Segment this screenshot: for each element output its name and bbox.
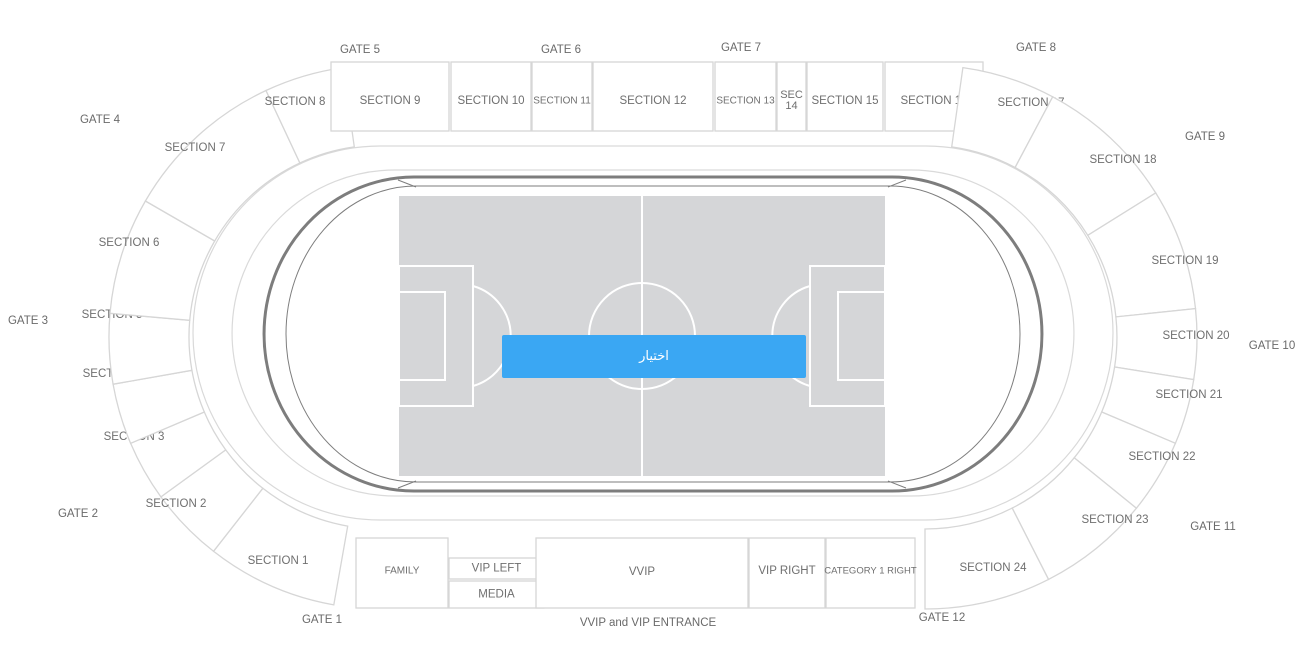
section-8-label: SECTION 8 [265,96,326,108]
family-shape[interactable] [355,537,449,609]
vvip-label: VVIP [629,566,656,578]
section-11-shape[interactable] [531,61,593,132]
gate-3-label: GATE 3 [8,315,48,327]
section-9-shape[interactable] [330,61,450,132]
vip-left[interactable]: VIP LEFT [448,557,545,580]
inner-ring [231,169,1075,497]
section-6-label: SECTION 6 [99,237,160,249]
section-15-label: SECTION 15 [811,95,878,107]
section-1-label: SECTION 1 [248,555,309,567]
gate-12-label: GATE 12 [919,612,965,624]
section-7[interactable]: SECTION 7 [144,89,301,242]
vip-left-label: VIP LEFT [472,563,522,575]
gate-1-label: GATE 1 [302,614,342,626]
section-11-label: SECTION 11 [533,96,591,107]
family[interactable]: FAMILY [355,537,449,609]
section-21-label: SECTION 21 [1155,389,1222,401]
section-19[interactable]: SECTION 19 [1086,192,1219,318]
section-12[interactable]: SECTION 12 [592,61,714,132]
category-1-right-shape[interactable] [825,537,916,609]
section-10-label: SECTION 10 [457,95,524,107]
section-1[interactable]: SECTION 1 [212,487,349,606]
section-24-shape[interactable] [924,507,1050,610]
section-13-label: SECTION 13 [716,96,775,107]
section-14-shape[interactable] [776,61,807,132]
media-label: MEDIA [478,589,515,601]
section-15-shape[interactable] [806,61,884,132]
track-mark [887,480,907,489]
gate-4-label: GATE 4 [80,114,121,126]
category-1-right[interactable]: CATEGORY 1 RIGHT [824,537,917,609]
section-19-label: SECTION 19 [1151,255,1218,267]
section-9-label: SECTION 9 [360,95,421,107]
section-13-shape[interactable] [714,61,777,132]
vvip[interactable]: VVIP [535,537,749,609]
section-10-shape[interactable] [450,61,532,132]
section-22-label: SECTION 22 [1128,451,1195,463]
section-12-shape[interactable] [592,61,714,132]
select-button[interactable]: اختيار [502,335,806,378]
section-15[interactable]: SECTION 15 [806,61,884,132]
section-18-label: SECTION 18 [1089,154,1156,166]
section-24-label: SECTION 24 [959,562,1027,574]
vip-right-shape[interactable] [748,537,826,609]
section-12-label: SECTION 12 [619,95,686,107]
section-6[interactable]: SECTION 6 [99,200,216,322]
media[interactable]: MEDIA [448,580,545,609]
track-mark [397,179,417,188]
gate-6-label: GATE 6 [541,44,581,56]
section-10[interactable]: SECTION 10 [450,61,532,132]
section-7-label: SECTION 7 [165,142,226,154]
section-2-label: SECTION 2 [146,498,207,510]
gate-7-label: GATE 7 [721,42,761,54]
section-24[interactable]: SECTION 24 [924,507,1050,610]
vip-right-label: VIP RIGHT [758,565,815,577]
gate-11-label: GATE 11 [1190,521,1236,533]
section-20[interactable]: SECTION 20 [1113,307,1230,381]
track-mark [397,480,417,489]
gate-10-label: GATE 10 [1249,340,1295,352]
category-1-right-label: CATEGORY 1 RIGHT [824,566,917,577]
gate-9-label: GATE 9 [1185,131,1225,143]
vip-right[interactable]: VIP RIGHT [748,537,826,609]
vvip-vip-entrance-label: VVIP and VIP ENTRANCE [580,617,717,629]
section-13[interactable]: SECTION 13 [714,61,777,132]
section-16-label: SECTION 16 [900,95,967,107]
section-23-label: SECTION 23 [1081,514,1148,526]
section-22[interactable]: SECTION 22 [1073,411,1196,510]
section-20-label: SECTION 20 [1162,330,1229,342]
gate-8-label: GATE 8 [1016,42,1056,54]
vvip-shape[interactable] [535,537,749,609]
section-9[interactable]: SECTION 9 [330,61,450,132]
gate-2-label: GATE 2 [58,508,98,520]
gate-5-label: GATE 5 [340,44,380,56]
track-mark [887,179,907,188]
family-label: FAMILY [385,566,420,577]
section-11[interactable]: SECTION 11 [531,61,593,132]
